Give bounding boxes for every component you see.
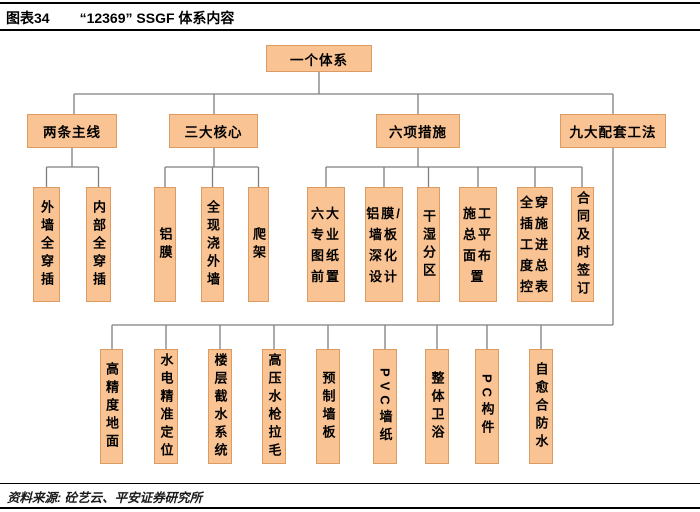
node-integral-bathroom: 整体卫浴 [425,349,449,464]
node-one-system: 一个体系 [266,45,372,72]
node-full-cast-in-situ-exterior-wall: 全现浇外墙 [201,187,224,302]
node-precast-wall-panel: 预制墙板 [316,349,340,464]
node-pc-components: PC构件 [475,349,499,464]
node-aluminum-formwork-wall-panel-detailed-design: 铝膜/ 墙板 深化 设计 [365,187,403,302]
node-aluminum-formwork: 铝膜 [154,187,176,302]
node-mep-precise-positioning: 水电精准定位 [154,349,178,464]
source-top-rule [0,483,700,484]
source-text: 资料来源: 砼艺云、平安证券研究所 [7,491,203,505]
node-six-discipline-drawings-upfront: 六大 专业 图纸 前置 [307,187,345,302]
node-dry-wet-zoning: 干湿分区 [417,187,440,302]
title-underline-rule [0,29,700,31]
node-interior-full-insertion: 内部全穿插 [86,187,111,302]
node-full-insertion-schedule-control-table: 全穿 插施 工进 度总 控表 [517,187,553,302]
top-rule [0,2,700,4]
node-three-cores: 三大核心 [169,114,258,148]
node-construction-site-layout: 施工 总平 面布 置 [459,187,497,302]
node-two-main-threads: 两条主线 [27,114,117,148]
bottom-rule [0,507,700,509]
node-high-precision-floor: 高精度地面 [100,349,123,464]
node-self-healing-waterproofing: 自愈合防水 [529,349,553,464]
node-pvc-wallpaper: PVC墙纸 [373,349,397,464]
node-timely-contract-signing: 合同及时签订 [571,187,594,302]
node-nine-supporting-methods: 九大配套工法 [560,114,666,148]
node-climbing-scaffold: 爬架 [248,187,269,302]
figure-header: 图表34 “12369” SSGF 体系内容 [6,8,234,28]
node-high-pressure-water-gun-roughening: 高压水枪拉毛 [262,349,286,464]
node-floor-water-interception-system: 楼层截水系统 [208,349,232,464]
figure-label: 图表34 [6,10,50,26]
node-six-measures: 六项措施 [376,114,460,148]
node-exterior-wall-full-insertion: 外墙全穿插 [33,187,60,302]
figure-title: “12369” SSGF 体系内容 [79,10,235,26]
